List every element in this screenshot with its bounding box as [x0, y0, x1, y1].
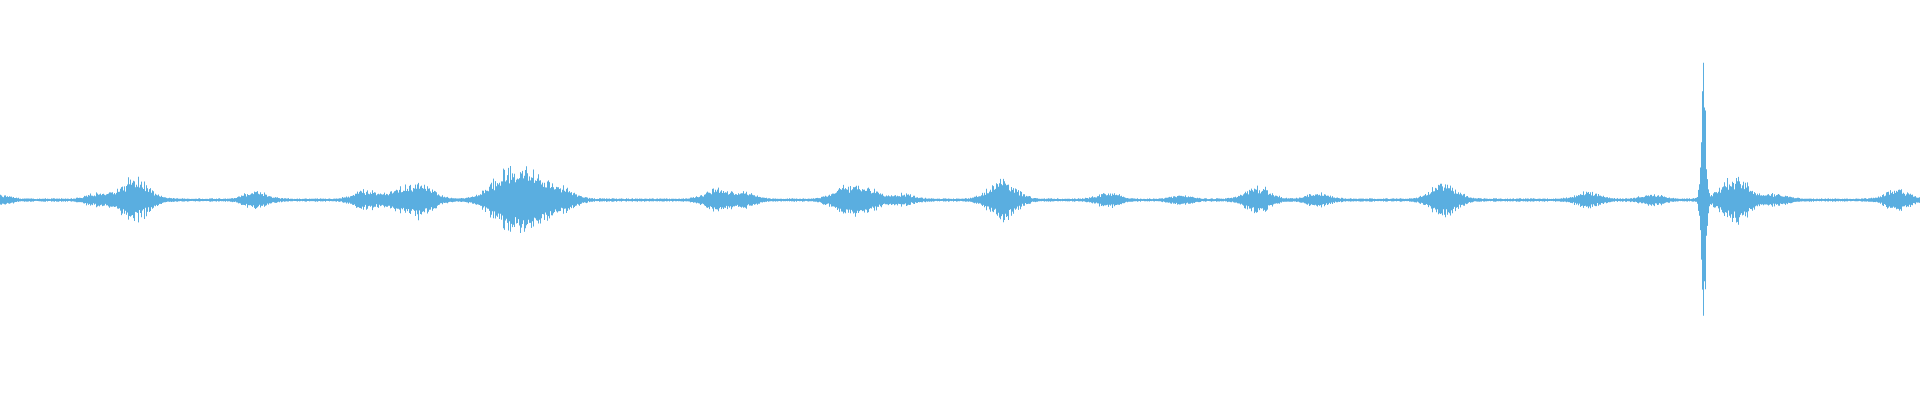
waveform-samples: [0, 62, 1920, 316]
waveform-path: [0, 62, 1920, 316]
